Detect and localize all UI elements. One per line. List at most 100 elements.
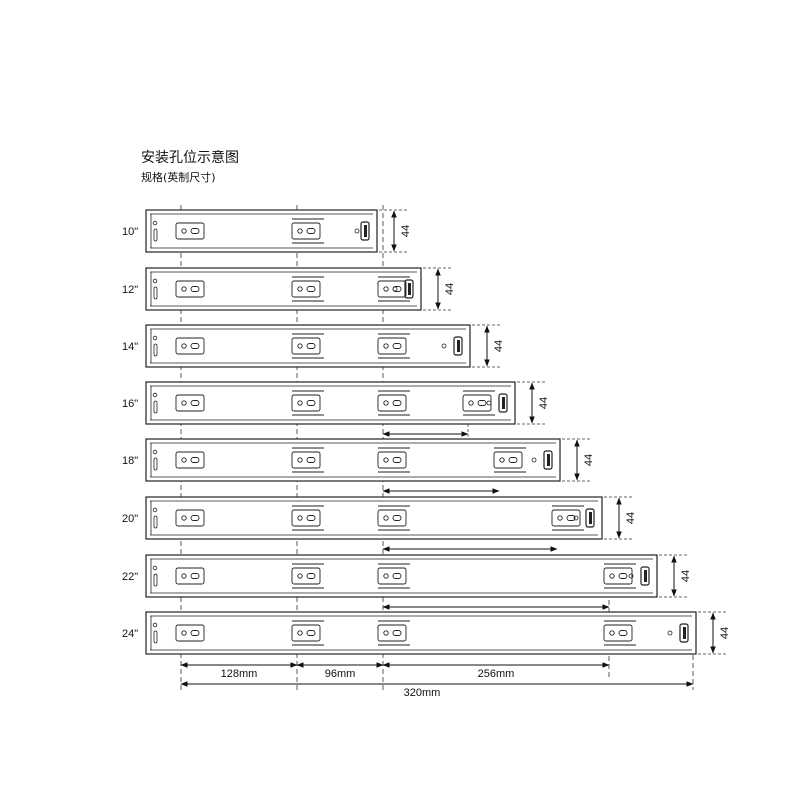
mount-slot <box>618 630 628 636</box>
mount-slot <box>392 630 402 636</box>
rail-size-label: 20" <box>122 513 138 525</box>
mount-slot <box>190 573 200 579</box>
mount-slot <box>392 343 402 349</box>
mount-bracket <box>175 337 205 355</box>
mount-slot <box>392 573 402 579</box>
mount-bracket <box>377 337 407 355</box>
latch-core <box>457 340 460 352</box>
mount-bracket <box>291 509 321 527</box>
mount-bracket <box>291 451 321 469</box>
end-hole <box>573 515 579 521</box>
rail-body <box>145 438 561 482</box>
mount-bracket <box>291 624 321 642</box>
rail-body <box>145 611 697 655</box>
rail-size-label: 10" <box>122 226 138 238</box>
latch-core <box>408 283 411 295</box>
mount-hole <box>383 630 389 636</box>
mount-bracket <box>291 280 321 298</box>
mount-hole <box>297 515 303 521</box>
end-hole <box>152 449 158 455</box>
mount-slot <box>392 400 402 406</box>
end-slot <box>153 400 158 414</box>
latch-core <box>547 454 550 466</box>
diagram-subtitle: 规格(英制尺寸) <box>141 171 216 184</box>
height-label: 44 <box>625 512 637 524</box>
rail: 24" 44 <box>122 611 731 655</box>
height-label: 44 <box>583 454 595 466</box>
mount-bracket <box>377 624 407 642</box>
latch-core <box>683 627 686 639</box>
end-slot <box>153 457 158 471</box>
mount-slot <box>190 286 200 292</box>
mount-slot <box>306 630 316 636</box>
mount-slot <box>190 457 200 463</box>
mount-slot <box>306 515 316 521</box>
mount-bracket <box>603 567 633 585</box>
mount-bracket <box>175 222 205 240</box>
mount-slot <box>392 457 402 463</box>
rail-body <box>145 554 658 598</box>
mount-slot <box>306 343 316 349</box>
rail-size-label: 14" <box>122 341 138 353</box>
latch <box>585 508 595 528</box>
mount-slot <box>508 457 518 463</box>
latch-core <box>644 570 647 582</box>
rail: 20"44192mm <box>122 496 637 565</box>
end-hole <box>152 278 158 284</box>
latch <box>453 336 463 356</box>
latch <box>360 221 370 241</box>
mount-hole <box>181 286 187 292</box>
mount-bracket <box>377 567 407 585</box>
height-label: 44 <box>538 397 550 409</box>
end-hole <box>667 630 673 636</box>
mount-hole <box>499 457 505 463</box>
end-slot <box>153 573 158 587</box>
mount-hole <box>468 400 474 406</box>
latch-core <box>502 397 505 409</box>
mount-bracket <box>377 451 407 469</box>
mount-hole <box>181 630 187 636</box>
mount-bracket <box>603 624 633 642</box>
height-label: 44 <box>719 627 731 639</box>
end-hole <box>152 335 158 341</box>
mount-slot <box>477 400 487 406</box>
mount-hole <box>383 400 389 406</box>
mount-hole <box>181 457 187 463</box>
mount-slot <box>190 343 200 349</box>
mount-hole <box>297 457 303 463</box>
end-hole <box>152 565 158 571</box>
mount-bracket <box>377 394 407 412</box>
latch <box>679 623 689 643</box>
end-hole <box>441 343 447 349</box>
mount-hole <box>297 573 303 579</box>
rail-body <box>145 267 422 311</box>
mount-hole <box>297 630 303 636</box>
end-hole <box>392 286 398 292</box>
mount-hole <box>297 400 303 406</box>
mount-bracket <box>291 394 321 412</box>
mount-slot <box>306 457 316 463</box>
mount-hole <box>383 457 389 463</box>
mount-hole <box>297 228 303 234</box>
mount-bracket <box>175 280 205 298</box>
mount-hole <box>609 573 615 579</box>
mount-bracket <box>175 624 205 642</box>
mount-bracket <box>175 451 205 469</box>
mount-slot <box>392 515 402 521</box>
rail: 12"44 <box>122 267 456 311</box>
rail-body <box>145 381 516 425</box>
mount-hole <box>297 286 303 292</box>
mount-hole <box>383 573 389 579</box>
mount-slot <box>306 573 316 579</box>
end-hole <box>628 573 634 579</box>
end-slot <box>153 515 158 529</box>
mount-hole <box>609 630 615 636</box>
mount-bracket <box>551 509 581 527</box>
mount-hole <box>181 573 187 579</box>
end-slot <box>153 228 158 242</box>
mount-bracket <box>291 337 321 355</box>
rail-size-label: 24" <box>122 628 138 640</box>
rail-size-label: 18" <box>122 455 138 467</box>
